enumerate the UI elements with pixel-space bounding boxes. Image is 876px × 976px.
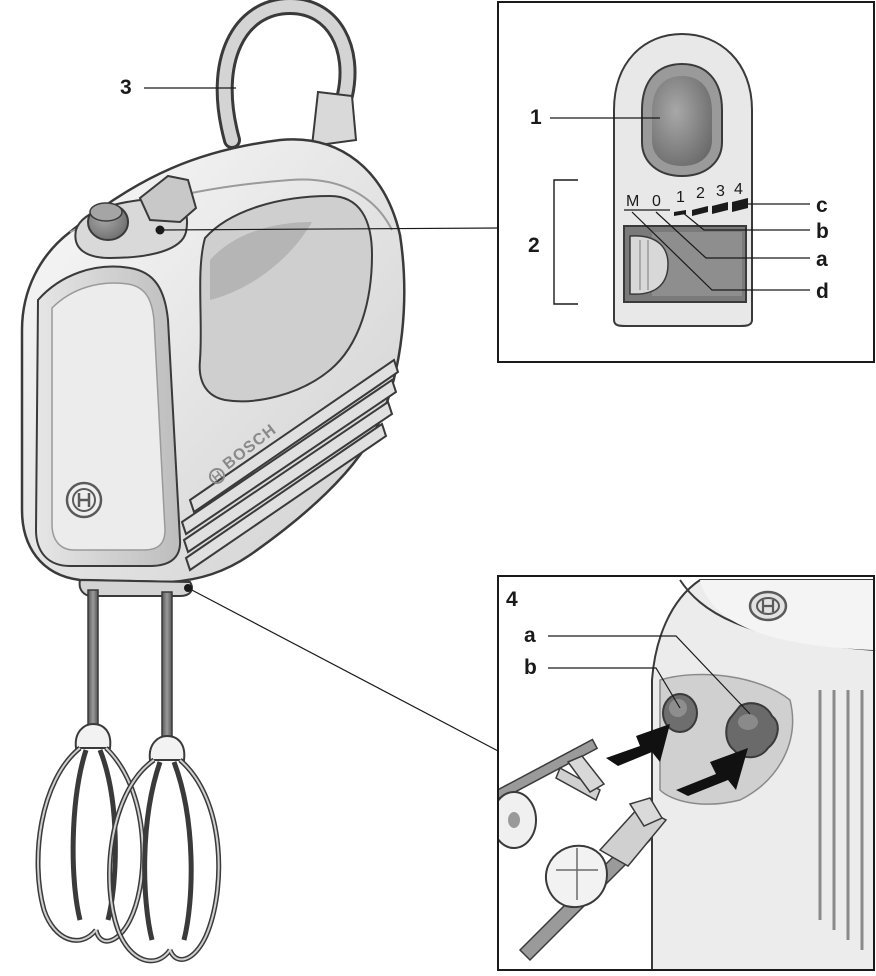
beater-shaft-b bbox=[499, 738, 606, 849]
bosch-logo-icon bbox=[209, 468, 225, 484]
beater-right-highlight bbox=[108, 759, 220, 962]
socket-detail-inset: 4 a b bbox=[497, 575, 875, 971]
scale-4: 4 bbox=[734, 181, 743, 198]
label-cord: 3 bbox=[120, 76, 132, 99]
scale-1: 1 bbox=[676, 189, 685, 206]
label-b: b bbox=[816, 220, 829, 243]
label-detail-view: 4 bbox=[506, 588, 518, 611]
mixer-body: BOSCH bbox=[20, 0, 406, 964]
label-switch: 2 bbox=[528, 234, 540, 257]
label-button: 1 bbox=[530, 106, 542, 129]
label-a: a bbox=[816, 248, 828, 271]
scale-0: 0 bbox=[652, 193, 661, 210]
label-d: d bbox=[816, 280, 829, 303]
insert-arrow-icon bbox=[606, 724, 670, 766]
beater-left-highlight bbox=[37, 747, 144, 943]
speed-bars bbox=[674, 198, 748, 216]
vents bbox=[180, 358, 400, 572]
insert-arrow-icon bbox=[676, 748, 748, 796]
label-socket-b: b bbox=[524, 656, 537, 679]
bosch-logo-icon bbox=[748, 590, 788, 622]
socket-a bbox=[725, 702, 779, 759]
scale-3: 3 bbox=[716, 183, 725, 200]
label-socket-a: a bbox=[524, 624, 536, 647]
bosch-logo-icon bbox=[65, 481, 103, 519]
scale-m: M bbox=[626, 193, 639, 210]
control-panel-inset: M 0 1 2 3 4 2 1 c b a d bbox=[497, 1, 875, 363]
beater-shaft-a bbox=[518, 797, 668, 962]
label-c: c bbox=[816, 194, 828, 217]
scale-2: 2 bbox=[696, 185, 705, 202]
